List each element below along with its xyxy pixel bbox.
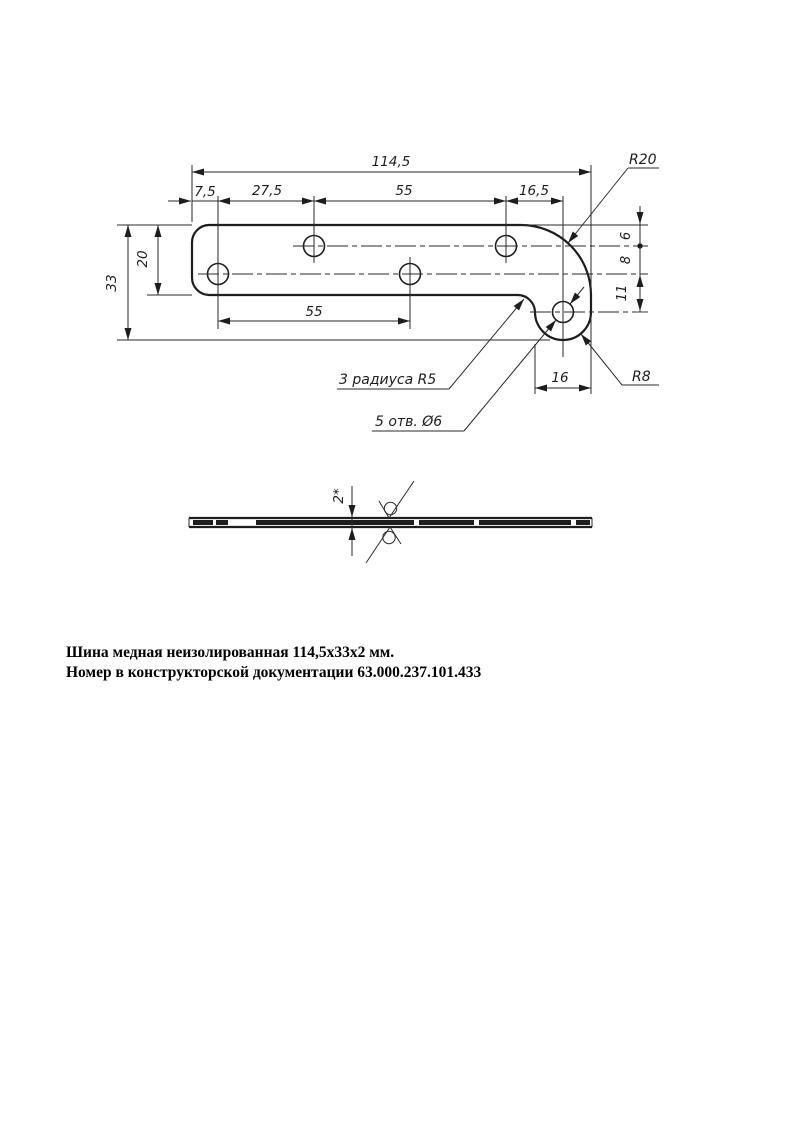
callout-fillet-radii: 3 радиуса R5: [339, 372, 436, 388]
caption-line-1: Шина медная неизолированная 114,5х33х2 м…: [66, 644, 395, 661]
dim-row2-to-hole5: 11: [615, 285, 630, 302]
dim-overall-height: 33: [104, 274, 120, 291]
dim-hole1-offset: 7,5: [194, 184, 215, 200]
caption-line-2: Номер в конструкторской документации 63.…: [66, 664, 482, 681]
dim-strip-width: 20: [135, 250, 151, 267]
dim-top-to-row1: 6: [619, 232, 634, 240]
dim-overall-length: 114,5: [372, 154, 411, 170]
dim-lobe-width: 16: [551, 370, 568, 386]
chain-dot: [637, 243, 643, 249]
busbar-outline: [190, 223, 593, 342]
holes: [206, 234, 575, 324]
centerlines: [198, 196, 648, 357]
dim-hole4-hole5: 16,5: [519, 183, 549, 199]
leader-lines: [337, 167, 659, 432]
extension-lines: [117, 165, 648, 394]
surface-finish-icon: [365, 526, 402, 564]
callout-holes: 5 отв. Ø6: [375, 414, 442, 430]
side-view: 2*: [188, 480, 593, 564]
dim-hole1-hole3: 55: [305, 304, 322, 320]
plan-view-labels: 114,5 7,5 27,5 55 16,5 33 20 6 8 11 55 1…: [104, 152, 657, 430]
callout-r20: R20: [629, 152, 657, 168]
surface-finish-icon: [378, 480, 415, 519]
dim-row1-to-row2: 8: [619, 256, 634, 264]
dim-hole1-hole2: 27,5: [252, 183, 282, 199]
dimension-lines: [124, 168, 644, 392]
dim-hole2-hole4: 55: [395, 183, 412, 199]
callout-r8: R8: [632, 369, 651, 385]
dim-thickness: 2*: [331, 488, 347, 504]
caption-block: Шина медная неизолированная 114,5х33х2 м…: [66, 643, 481, 683]
